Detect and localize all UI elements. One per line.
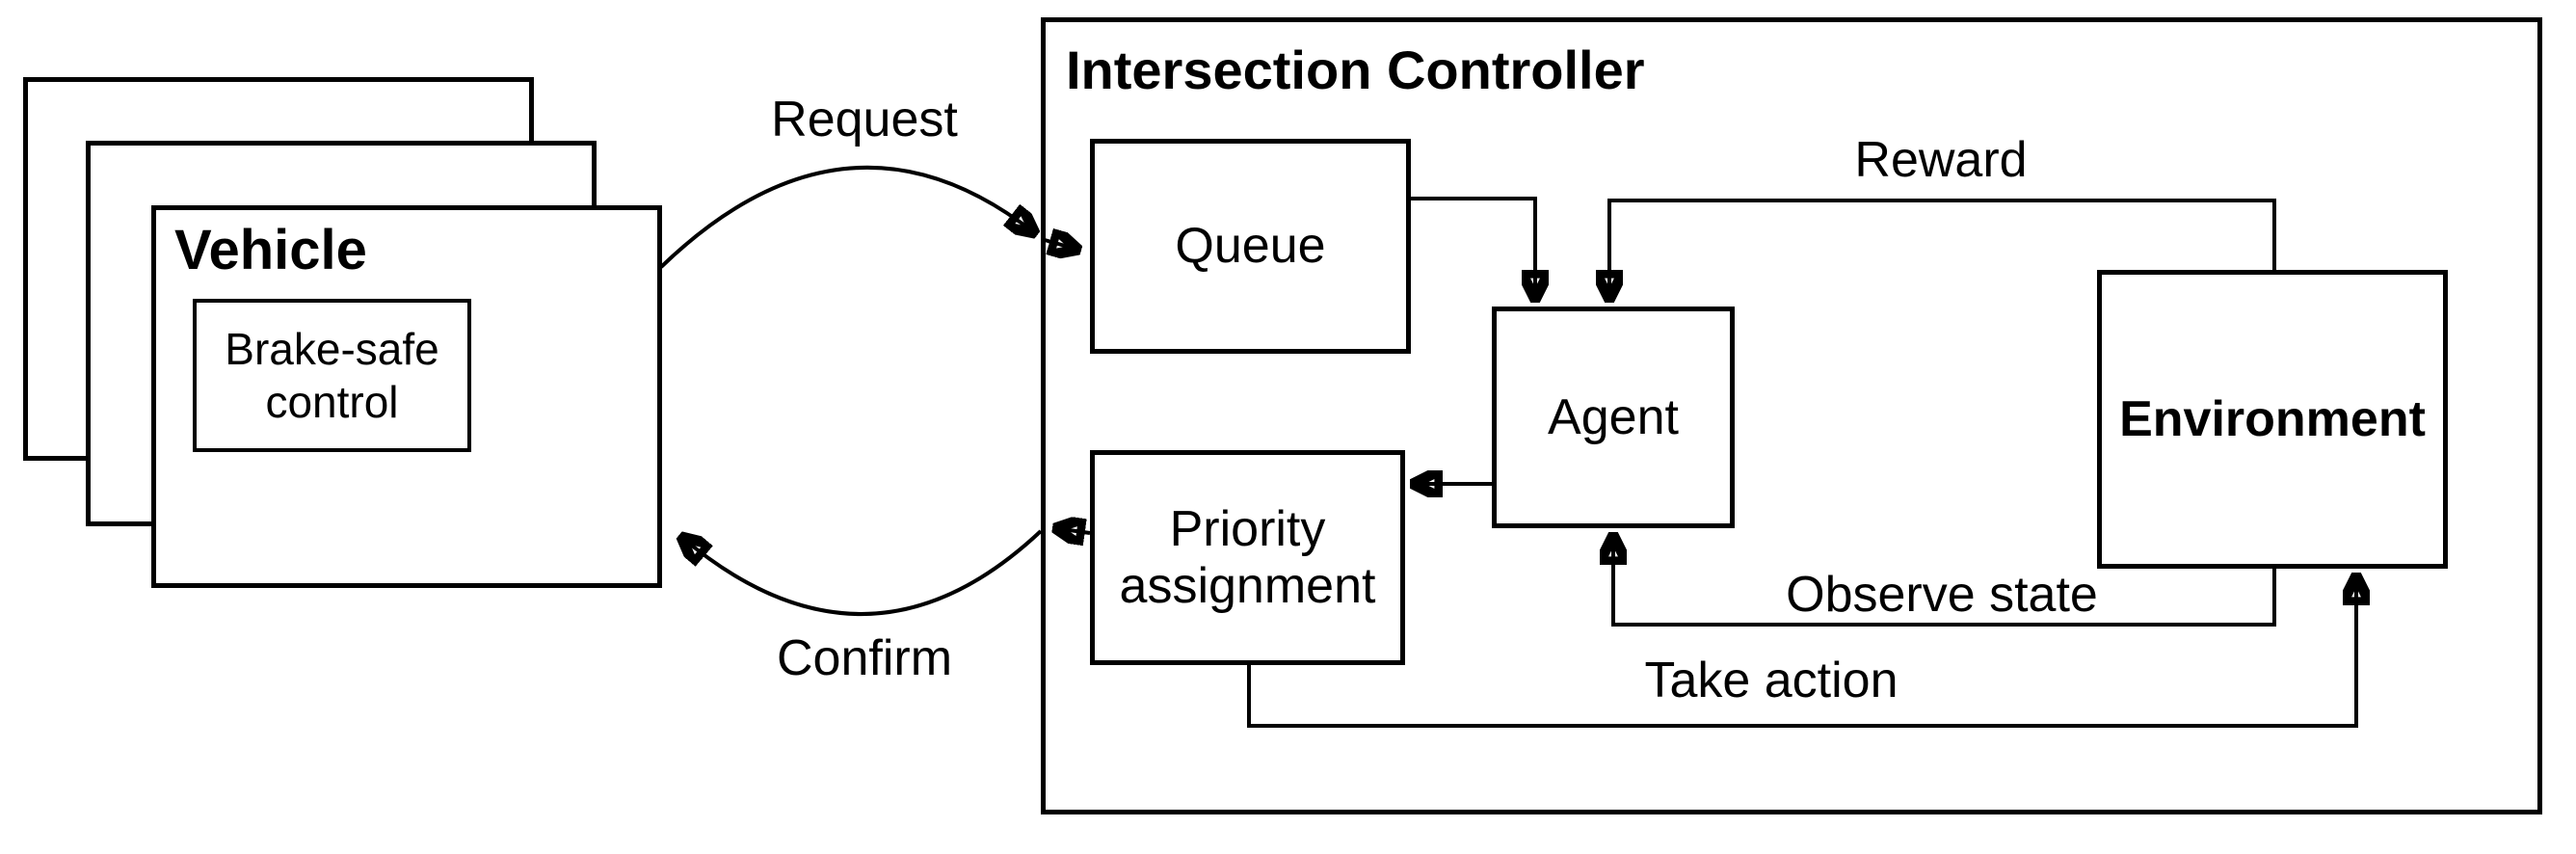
environment-box: Environment (2097, 270, 2448, 569)
reward-label: Reward (1854, 132, 2028, 188)
priority-assignment-box: Priority assignment (1090, 450, 1405, 665)
priority-line1: Priority (1169, 501, 1326, 558)
confirm-arrow-curve (681, 531, 1043, 616)
brake-safe-control-box: Brake-safe control (193, 299, 471, 452)
request-arrow-curve (659, 165, 1035, 269)
request-label: Request (771, 92, 958, 147)
agent-label: Agent (1548, 388, 1679, 445)
confirm-label: Confirm (776, 630, 953, 686)
vehicle-label: Vehicle (174, 219, 367, 281)
priority-assignment-label: Priority assignment (1120, 501, 1376, 613)
brake-safe-control-label: Brake-safe control (225, 323, 438, 428)
queue-box: Queue (1090, 139, 1411, 354)
brake-safe-line1: Brake-safe (225, 324, 439, 375)
intersection-controller-label: Intersection Controller (1066, 40, 1645, 100)
agent-box: Agent (1492, 307, 1735, 528)
observe-state-label: Observe state (1786, 567, 2098, 623)
queue-label: Queue (1175, 218, 1326, 275)
environment-label: Environment (2119, 390, 2426, 447)
priority-line2: assignment (1119, 557, 1376, 614)
take-action-label: Take action (1644, 653, 1899, 708)
brake-safe-line2: control (265, 376, 399, 427)
